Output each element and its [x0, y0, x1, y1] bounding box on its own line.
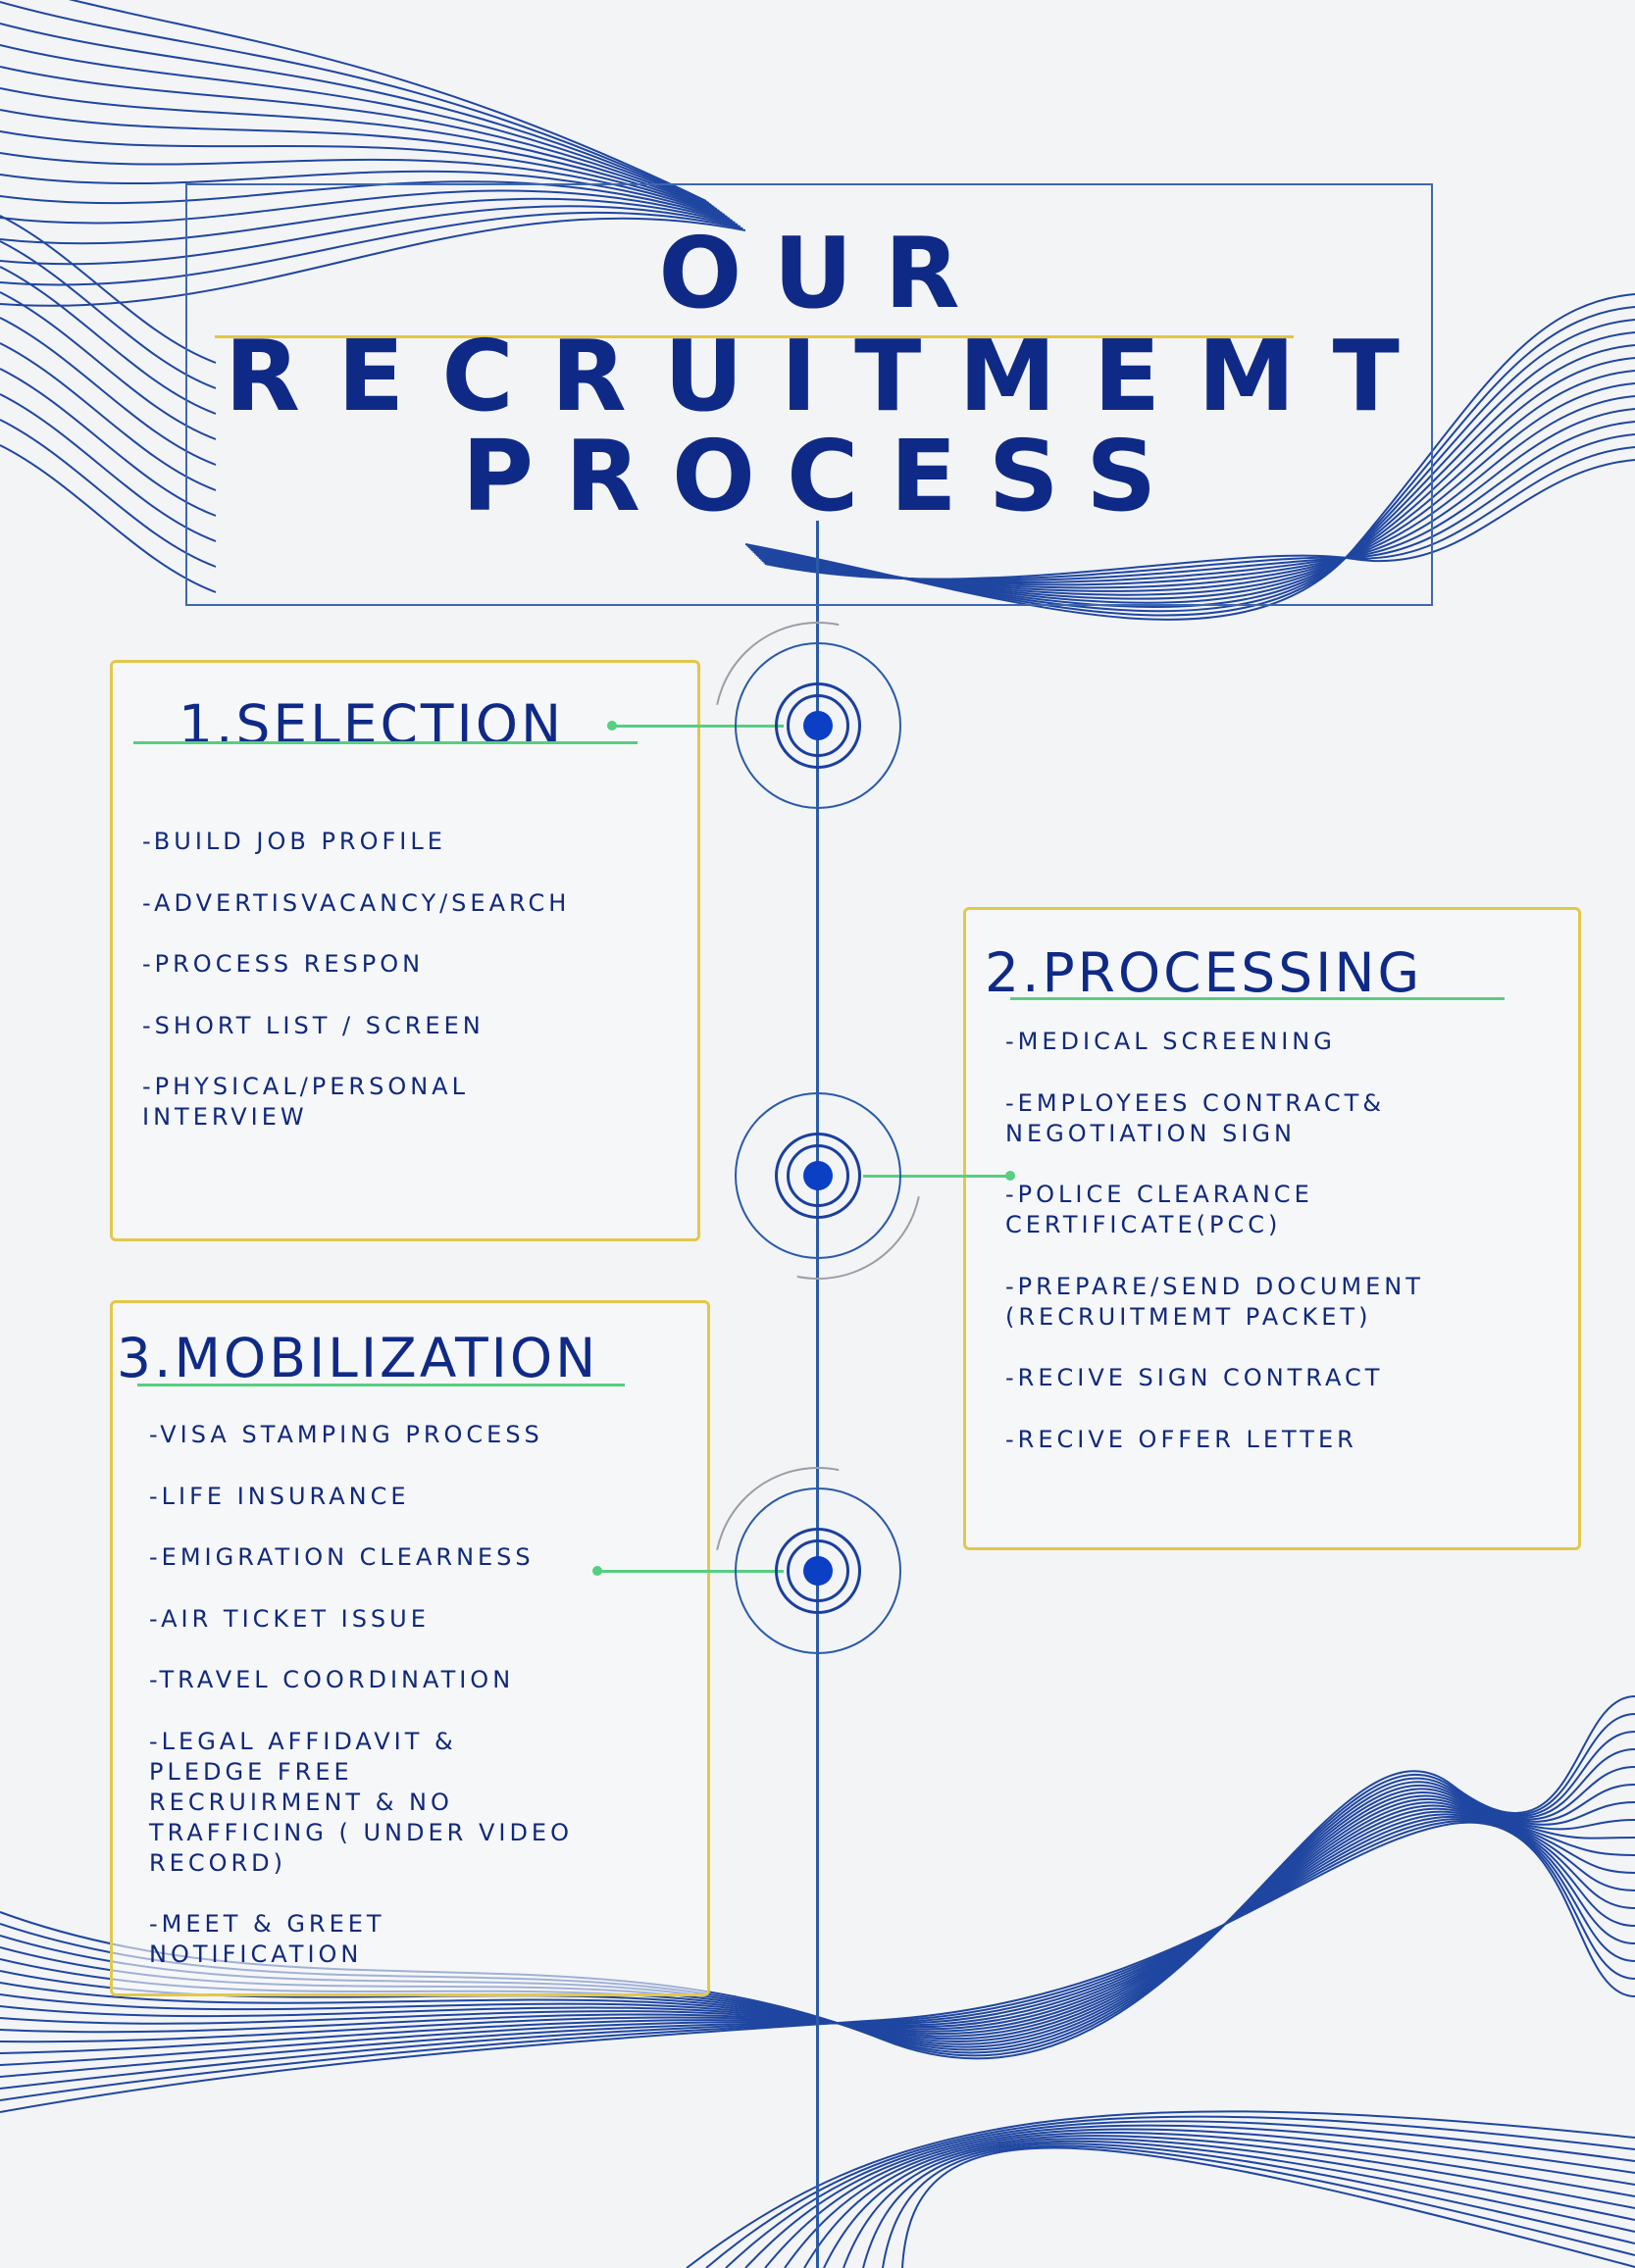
list-item: -PREPARE/SEND DOCUMENT (RECRUITMEMT PACK…: [1005, 1272, 1424, 1331]
wave-line: [862, 2142, 1635, 2268]
list-item: -EMIGRATION CLEARNESS: [149, 1543, 535, 1571]
processing-list: -MEDICAL SCREENING -EMPLOYEES CONTRACT& …: [1005, 1027, 1424, 1486]
wave-line: [0, 152, 728, 218]
page-title-line-1: OUR: [658, 216, 992, 330]
title-box: OUR RECRUITMEMT PROCESS: [185, 183, 1433, 606]
selection-card: [110, 660, 700, 1241]
wave-line: [0, 266, 217, 415]
selection-list: -BUILD JOB PROFILE -ADVERTISVACANCY/SEAR…: [142, 827, 570, 1164]
wave-line: [0, 1784, 1635, 2045]
mobilization-card: [110, 1300, 710, 1996]
list-item: -EMPLOYEES CONTRACT& NEGOTIATION SIGN: [1005, 1088, 1386, 1147]
mobilization-underline: [137, 1384, 625, 1386]
wave-line: [0, 342, 217, 491]
wave-line: [725, 2120, 1635, 2268]
list-item: -PROCESS RESPON: [142, 950, 425, 978]
wave-line: [0, 1801, 1635, 2036]
wave-line: [0, 44, 715, 208]
wave-line: [0, 66, 718, 210]
selection-connector: [612, 725, 784, 728]
wave-line: [0, 109, 723, 214]
list-item: -RECIVE OFFER LETTER: [1005, 1425, 1357, 1453]
wave-line: [823, 2138, 1635, 2268]
list-item: -VISA STAMPING PROCESS: [149, 1421, 543, 1448]
selection-underline: [133, 741, 638, 744]
wave-line: [744, 2124, 1635, 2268]
wave-line: [0, 1, 710, 204]
list-item: -MEET & GREET NOTIFICATION: [149, 1910, 385, 1968]
connector-dot: [607, 721, 617, 731]
wave-line: [0, 189, 736, 225]
list-item: -PHYSICAL/PERSONAL INTERVIEW: [142, 1073, 469, 1131]
page-title-line-3: PROCESS: [461, 419, 1189, 533]
list-item: -LEGAL AFFIDAVIT & PLEDGE FREE RECRUIRME…: [149, 1727, 573, 1877]
wave-line: [0, 170, 731, 220]
wave-line: [0, 197, 739, 245]
wave-line: [0, 180, 733, 222]
wave-line: [0, 419, 217, 568]
list-item: -RECIVE SIGN CONTRACT: [1005, 1364, 1384, 1391]
wave-line: [0, 130, 726, 216]
list-item: -AIR TICKET ISSUE: [149, 1604, 430, 1633]
wave-line: [68, 0, 707, 202]
mobilization-connector: [597, 1570, 784, 1573]
wave-line: [764, 459, 1635, 580]
wave-line: [0, 1810, 1635, 2054]
mobilization-list: -VISA STAMPING PROCESS -LIFE INSURANCE -…: [149, 1420, 573, 2001]
page-title-line-2: RECRUITMEMT: [225, 319, 1437, 433]
list-item: -ADVERTISVACANCY/SEARCH: [142, 888, 571, 917]
wave-line: [686, 2110, 1635, 2268]
wave-line: [0, 1790, 1635, 2042]
connector-dot: [592, 1566, 602, 1576]
list-item: -SHORT LIST / SCREEN: [142, 1011, 485, 1039]
wave-line: [0, 211, 743, 286]
wave-line: [0, 1813, 1635, 2066]
wave-line: [0, 1794, 1635, 2041]
wave-line: [0, 23, 712, 206]
wave-line: [0, 1818, 1635, 2090]
title-accent-line: [215, 335, 1294, 338]
wave-line: [0, 1821, 1635, 2113]
processing-underline: [1010, 997, 1505, 1000]
mobilization-title: 3.MOBILIZATION: [117, 1327, 599, 1389]
wave-line: [0, 205, 741, 266]
wave-line: [0, 291, 217, 440]
connector-dot: [1005, 1171, 1015, 1181]
list-item: -TRAVEL COORDINATION: [149, 1666, 515, 1693]
processing-title: 2.PROCESSING: [985, 941, 1423, 1004]
wave-line: [0, 393, 217, 542]
timeline-line: [816, 521, 819, 2268]
wave-line: [705, 2115, 1635, 2268]
wave-line: [0, 368, 217, 517]
wave-line: [784, 2131, 1635, 2268]
wave-line: [0, 1815, 1635, 2078]
list-item: -MEDICAL SCREENING: [1005, 1028, 1336, 1055]
wave-line: [901, 2146, 1635, 2268]
wave-line: [0, 217, 746, 307]
list-item: -POLICE CLEARANCE CERTIFICATE(PCC): [1005, 1181, 1313, 1238]
wave-line: [0, 1807, 1635, 2043]
wave-line: [843, 2140, 1635, 2268]
list-item: -LIFE INSURANCE: [149, 1482, 410, 1510]
wave-line: [0, 1820, 1635, 2101]
wave-line: [0, 1797, 1635, 2038]
wave-line: [0, 87, 720, 212]
processing-card: [963, 907, 1581, 1550]
list-item: -BUILD JOB PROFILE: [142, 828, 446, 855]
wave-line: [803, 2135, 1635, 2268]
wave-line: [882, 2144, 1635, 2268]
wave-line: [764, 2128, 1635, 2268]
processing-connector: [863, 1175, 1010, 1178]
wave-line: [0, 444, 217, 593]
wave-line: [0, 1804, 1635, 2034]
wave-line: [0, 317, 217, 466]
